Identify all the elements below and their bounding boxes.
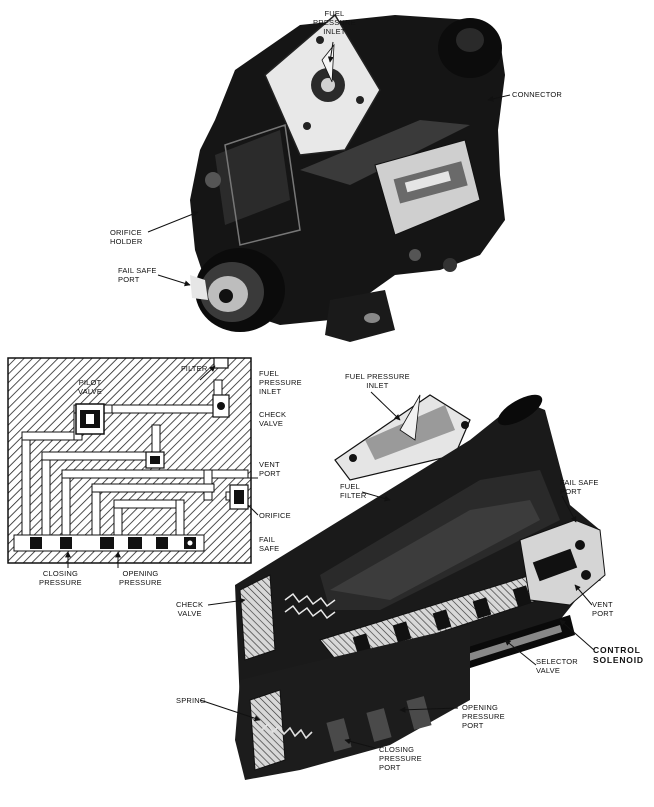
top-assembly-illustration xyxy=(190,13,505,342)
closing-pressure-label: CLOSING PRESSURE xyxy=(39,569,82,587)
control-solenoid-label: CONTROL SOLENOID xyxy=(593,645,644,665)
schematic-fail-safe-label: FAIL SAFE xyxy=(259,535,280,553)
selector-valve-label: SELECTOR VALVE xyxy=(536,657,578,675)
top-fuel-pressure-inlet-label: FUEL PRESSURE INLET xyxy=(313,9,356,36)
schematic-check-valve-label: CHECK VALVE xyxy=(259,410,287,428)
top-leader-lines xyxy=(147,41,511,287)
schematic-fuel-pressure-inlet-label: FUEL PRESSURE INLET xyxy=(259,369,302,396)
connector-label: CONNECTOR xyxy=(512,90,562,99)
filter-label: FILTER xyxy=(181,364,208,373)
schematic-vent-port-label: VENT PORT xyxy=(259,460,281,478)
spring-label: SPRING xyxy=(176,696,206,705)
cutaway-leader-lines xyxy=(199,391,595,749)
fuel-filter-label: FUEL FILTER xyxy=(340,482,367,500)
schematic-diagram xyxy=(7,357,259,568)
schematic-orifice-label: ORIFICE xyxy=(259,511,291,520)
opening-pressure-port-label: OPENING PRESSURE PORT xyxy=(462,703,505,730)
closing-pressure-port-label: CLOSING PRESSURE PORT xyxy=(379,745,422,772)
pilot-valve-label: PILOT VALVE xyxy=(78,378,103,396)
cutaway-check-valve-label: CHECK VALVE xyxy=(176,600,204,618)
cutaway-fuel-pressure-inlet-label: FUEL PRESSURE INLET xyxy=(345,372,410,390)
opening-pressure-label: OPENING PRESSURE xyxy=(119,569,162,587)
fail-safe-port-top-label: FAIL SAFE PORT xyxy=(118,266,157,284)
cutaway-illustration xyxy=(235,394,606,780)
orifice-holder-label: ORIFICE HOLDER xyxy=(110,228,143,246)
cutaway-fail-safe-port-label: FAIL SAFE PORT xyxy=(560,478,599,496)
cutaway-vent-port-label: VENT PORT xyxy=(592,600,614,618)
